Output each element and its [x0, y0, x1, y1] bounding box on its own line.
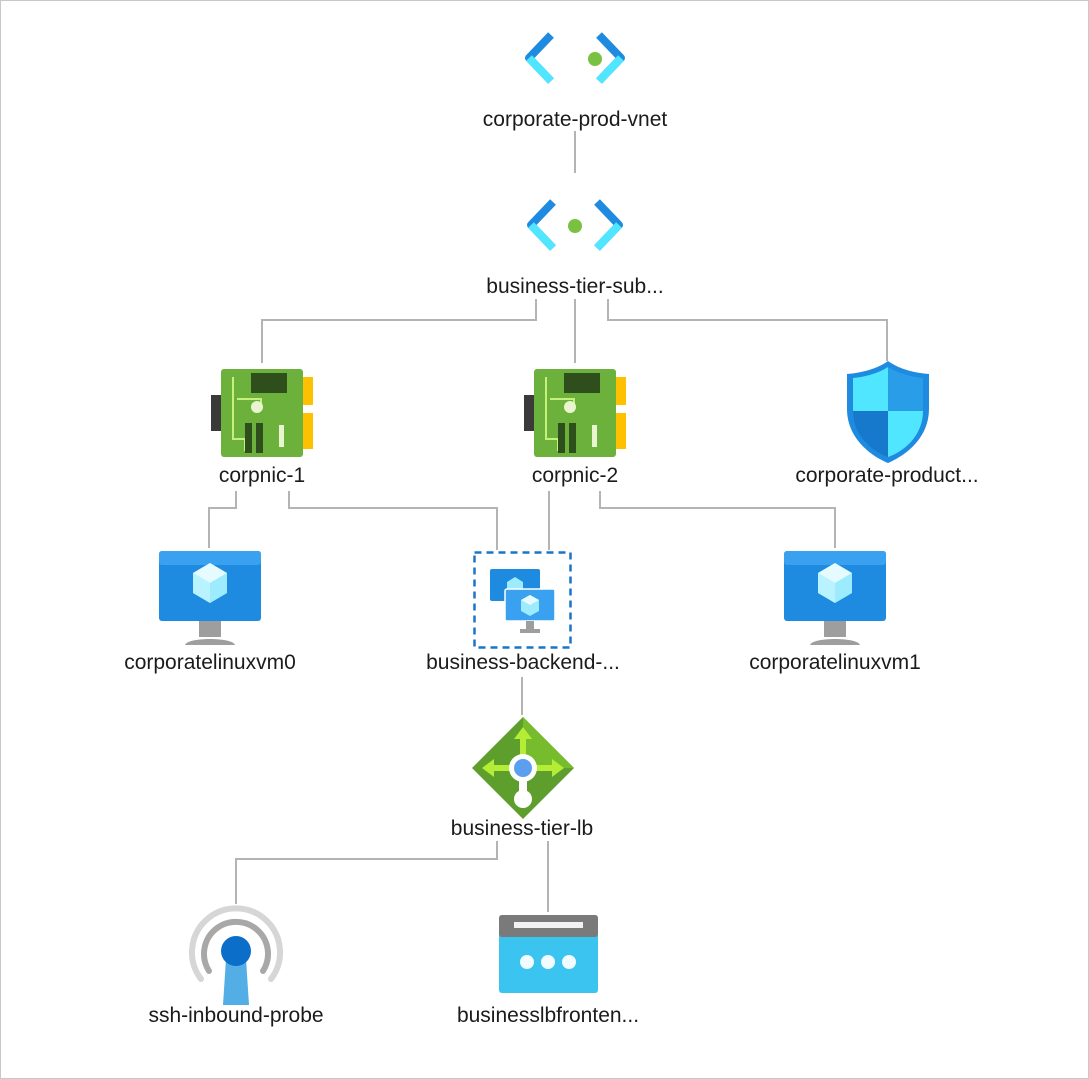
node-label: business-backend-...: [426, 651, 620, 674]
node-label: corporate-prod-vnet: [482, 108, 668, 131]
load-balancer-icon: [472, 717, 574, 819]
node-label: businesslbfronten...: [456, 1004, 640, 1027]
virtual-machine-icon: [784, 551, 886, 645]
network-interface-icon: [211, 369, 313, 457]
network-interface-icon: [524, 369, 626, 457]
node-label: business-tier-lb: [450, 817, 594, 840]
virtual-machine-icon: [159, 551, 261, 645]
connector-subnet-nic1: [261, 299, 537, 363]
node-label: corpnic-2: [531, 464, 619, 487]
backend-pool-icon: [473, 551, 572, 649]
node-label: corporatelinuxvm0: [124, 651, 296, 674]
connector-nic2-vm1: [599, 491, 836, 548]
health-probe-icon: [189, 905, 283, 1005]
node-label: corporate-product...: [795, 464, 979, 487]
node-label: ssh-inbound-probe: [148, 1004, 324, 1027]
virtual-network-icon: [525, 32, 625, 84]
connector-subnet-nsg: [607, 299, 888, 361]
shield-icon: [847, 361, 929, 463]
subnet-icon: [527, 199, 623, 251]
connector-nic1-vm0: [208, 491, 237, 548]
node-label: business-tier-sub...: [486, 275, 664, 298]
connector-lb-probe: [235, 841, 498, 904]
node-label: corporatelinuxvm1: [749, 651, 921, 674]
frontend-ip-icon: [499, 915, 598, 993]
node-label: corpnic-1: [218, 464, 306, 487]
connector-nic1-pool: [288, 491, 498, 550]
